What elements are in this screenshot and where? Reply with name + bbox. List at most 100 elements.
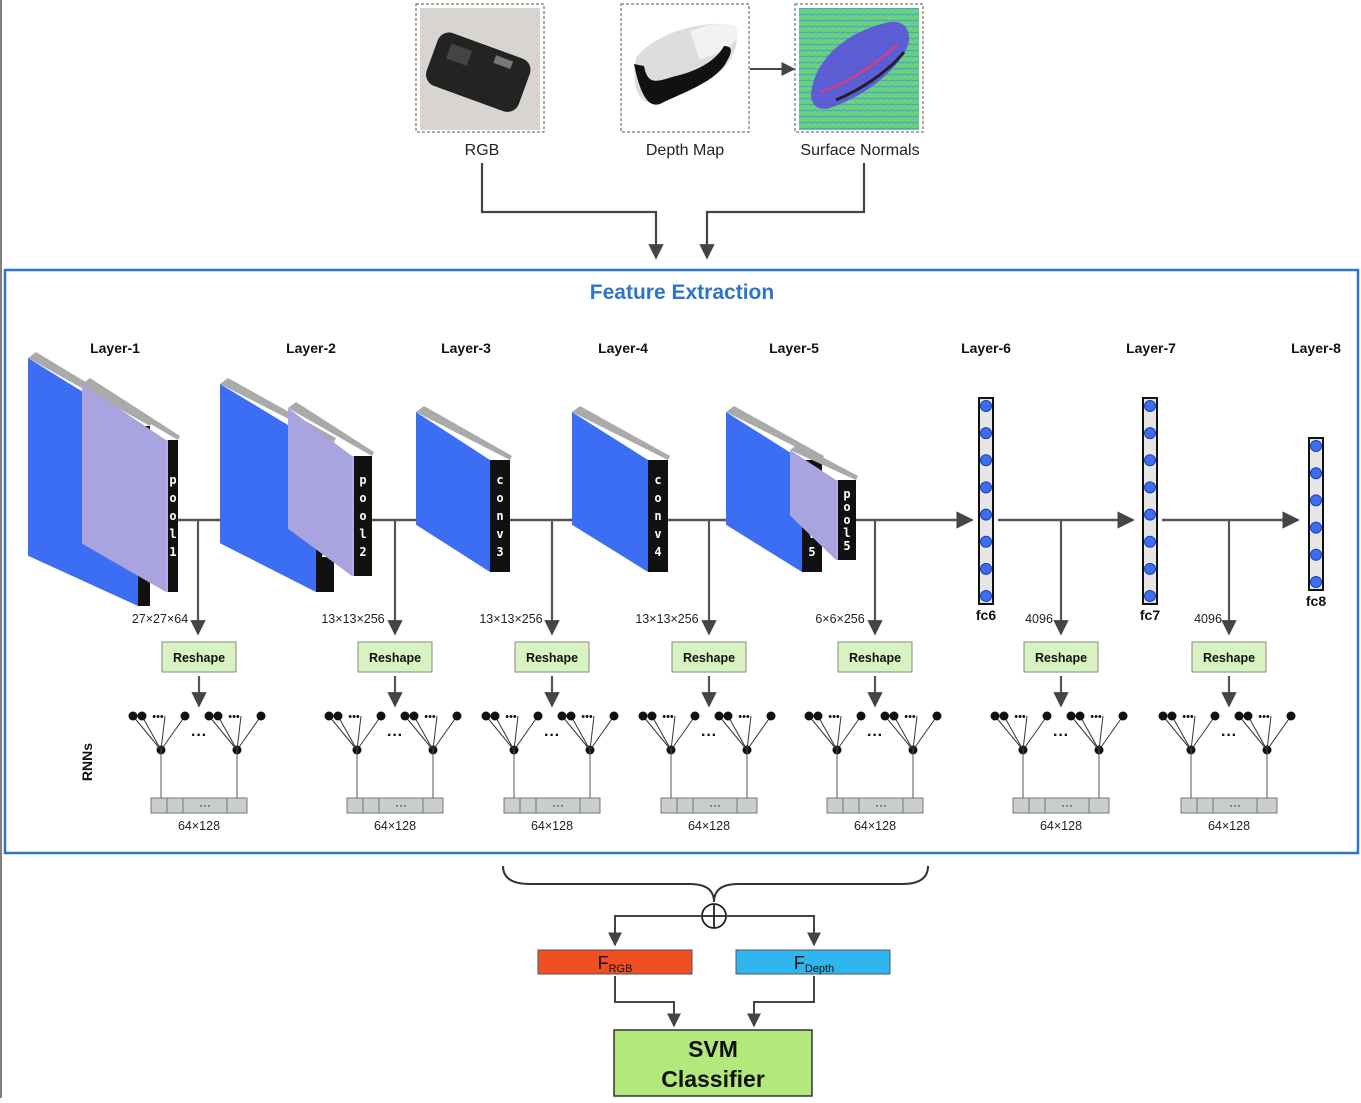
rnn-output-vector: ··· <box>1180 797 1278 814</box>
fc-neuron <box>1310 494 1322 507</box>
rnn-input-node <box>1075 711 1085 721</box>
vector-ellipsis: ··· <box>709 798 721 812</box>
svm-line1: SVM <box>688 1036 738 1062</box>
fc-neuron <box>980 481 992 494</box>
rnn-output-vector: ··· <box>660 797 758 814</box>
svg-text:o: o <box>843 500 850 514</box>
fc-neuron <box>1144 400 1156 412</box>
rnn-input-node <box>400 711 410 721</box>
svg-text:l: l <box>843 526 850 540</box>
fc-neuron <box>1310 576 1322 588</box>
svg-text:l: l <box>169 527 176 541</box>
reshape-box <box>514 641 590 673</box>
rnn-input-node <box>376 711 386 721</box>
fc-bar <box>1308 437 1324 591</box>
svg-text:o: o <box>496 491 503 505</box>
fc-neuron <box>1310 521 1322 534</box>
rnn-input-node <box>1118 711 1128 721</box>
rnn-branch-2: Reshape••••••······64×128 <box>324 641 462 833</box>
fc-neuron <box>980 400 992 412</box>
svg-text:•••: ••• <box>738 711 750 723</box>
fc-neuron <box>980 562 992 575</box>
feature-size-label: 4096 <box>1194 612 1222 626</box>
frgb-to-svm-arrow <box>614 976 681 1028</box>
svg-text:5: 5 <box>808 545 815 559</box>
rnn-network: ••••••··· <box>804 711 942 798</box>
svg-text:4: 4 <box>654 545 661 559</box>
rnn-output-size: 64×128 <box>178 819 220 833</box>
vector-ellipsis: ··· <box>1229 798 1241 812</box>
rnn-input-node <box>932 711 942 721</box>
rnn-network: ••••••··· <box>481 711 619 798</box>
rnn-input-node <box>804 711 814 721</box>
svm-line2: Classifier <box>661 1066 765 1092</box>
layer-label: Layer-5 <box>769 340 819 356</box>
svg-text:o: o <box>654 491 661 505</box>
reshape-label: Reshape <box>526 651 578 665</box>
fc-label: fc6 <box>976 607 996 623</box>
svg-text:o: o <box>359 509 366 523</box>
fc-neuron <box>980 590 992 602</box>
layer-7: Layer-7 <box>1126 340 1176 356</box>
f-rgb-box: FRGB <box>537 949 693 975</box>
input-label-surface-normals: Surface Normals <box>800 142 919 159</box>
fdepth-to-svm-arrow <box>747 976 815 1028</box>
fc-bar <box>1142 397 1158 605</box>
fc-bar <box>978 397 994 605</box>
rgb-image <box>420 8 540 130</box>
svg-text:•••: ••• <box>228 711 240 723</box>
rnn-input-node <box>880 711 890 721</box>
rnn-input-node <box>409 711 419 721</box>
rnn-input-node <box>180 711 190 721</box>
f-depth-box: FDepth <box>735 949 891 975</box>
layer-8: Layer-8 <box>1291 340 1341 356</box>
rnn-input-node <box>999 711 1009 721</box>
fusion-brace <box>502 865 929 903</box>
rnn-input-node <box>256 711 266 721</box>
rnn-output-size: 64×128 <box>1040 819 1082 833</box>
rnn-input-node <box>856 711 866 721</box>
rnn-network: ••••••··· <box>990 711 1128 798</box>
fc-layer-fc8: fc8 <box>1306 437 1326 609</box>
feature-size-label: 13×13×256 <box>635 612 698 626</box>
rnn-input-node <box>766 711 776 721</box>
rnn-output-vector: ··· <box>503 797 601 814</box>
rnn-network: ••••••··· <box>128 711 266 798</box>
concat-to-frgb-arrow <box>608 915 702 947</box>
rnn-input-node <box>1167 711 1177 721</box>
reshape-label: Reshape <box>1035 651 1087 665</box>
reshape-box <box>671 641 747 673</box>
svg-text:•••: ••• <box>1182 711 1194 723</box>
rnns-label: RNNs <box>79 743 95 781</box>
fc-label: fc7 <box>1140 607 1160 623</box>
fc-neuron <box>1144 508 1156 521</box>
layer-6: Layer-6 <box>961 340 1011 356</box>
vector-ellipsis: ··· <box>199 798 211 812</box>
reshape-label: Reshape <box>173 651 225 665</box>
rnn-branch-1: Reshape ••••••······ 64×128 <box>128 641 266 833</box>
fc-neuron <box>1144 454 1156 467</box>
svg-text:o: o <box>169 491 176 505</box>
fc-neuron <box>1310 440 1322 452</box>
layer-5: Layer-5conv5pool56×6×256 <box>726 340 974 636</box>
fc-neuron <box>1144 427 1156 440</box>
rnn-ellipsis: ··· <box>867 727 883 744</box>
svg-text:p: p <box>359 473 366 487</box>
rnn-output-vector: ··· <box>346 797 444 814</box>
svg-text:•••: ••• <box>348 711 360 723</box>
rnn-output-size: 64×128 <box>688 819 730 833</box>
svg-text:•••: ••• <box>1258 711 1270 723</box>
rnn-input-node <box>1158 711 1168 721</box>
svg-text:n: n <box>654 509 661 523</box>
rnn-input-node <box>990 711 1000 721</box>
surface-normals-image <box>799 8 919 130</box>
rnn-input-node <box>609 711 619 721</box>
reshape-label: Reshape <box>1203 651 1255 665</box>
rnn-input-node <box>213 711 223 721</box>
fc-layer-fc7: fc7 4096 <box>1140 397 1300 636</box>
rnn-input-node <box>1042 711 1052 721</box>
